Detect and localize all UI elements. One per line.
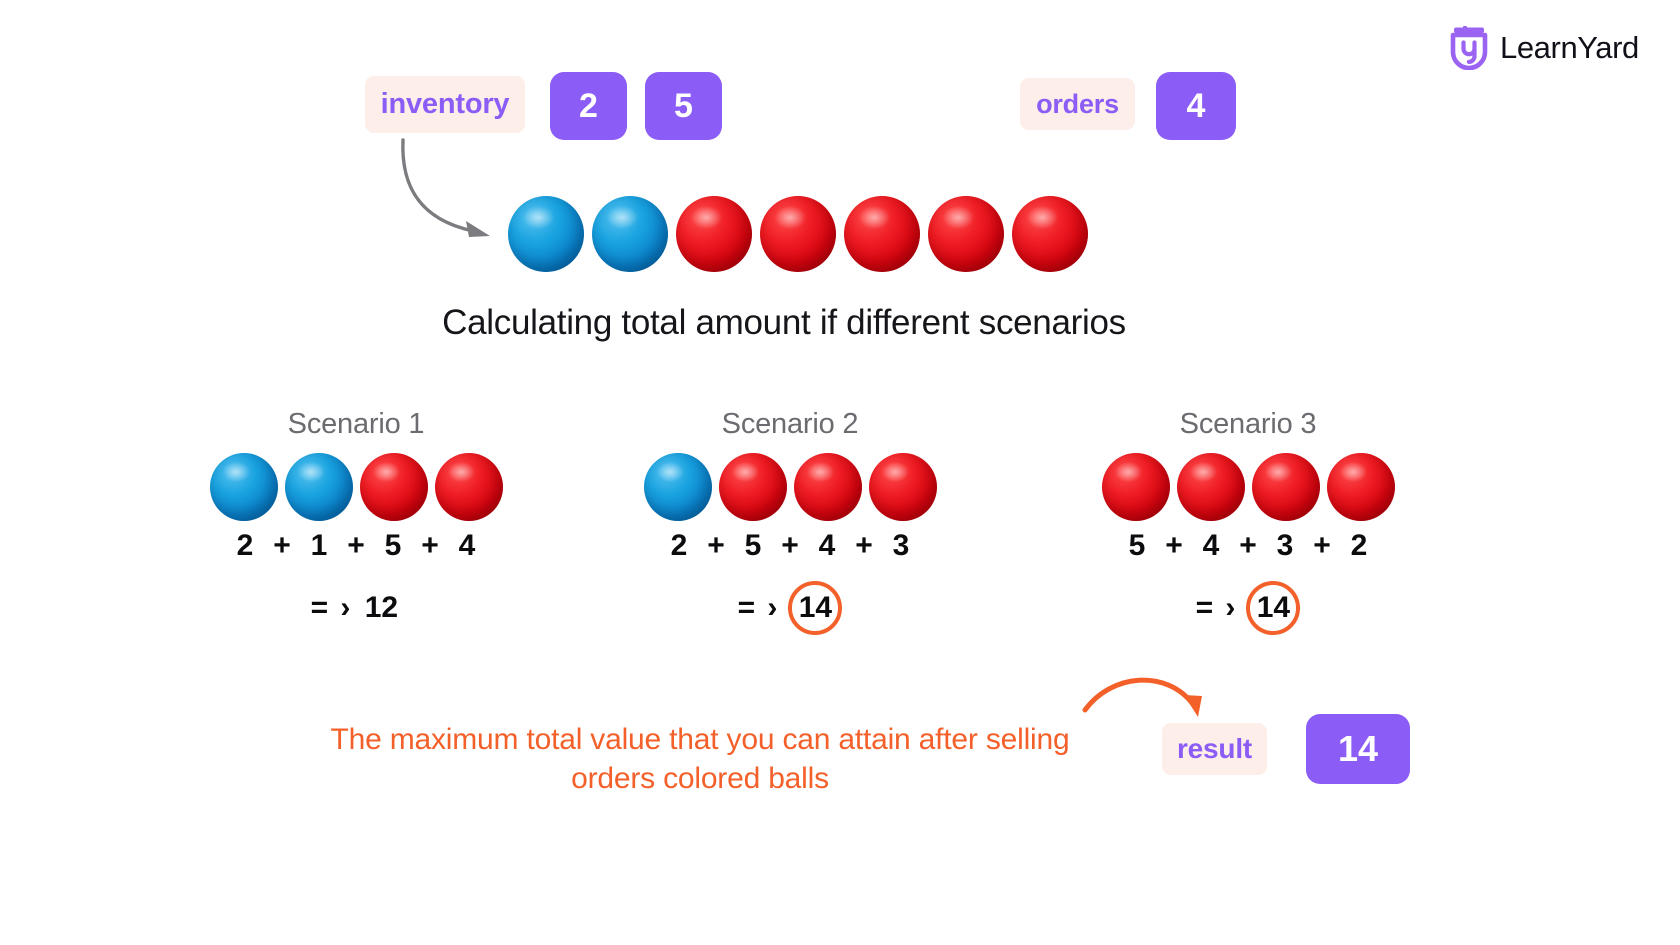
scenario-ball-row	[196, 453, 516, 521]
red-ball	[718, 453, 787, 521]
inventory-label: inventory	[365, 76, 525, 133]
scenario-ball-row	[1088, 453, 1408, 521]
red-ball	[359, 453, 428, 521]
result-total-highlighted: 14	[1246, 581, 1301, 635]
term-value: 1	[310, 529, 328, 562]
plus-operator: +	[781, 529, 799, 562]
term-value: 3	[1276, 529, 1294, 562]
term-value: 3	[892, 529, 910, 562]
scenario-2: Scenario 2 2 +5 +4 +3 = › 14	[630, 408, 950, 635]
result-arrow: = ›	[1195, 591, 1238, 624]
scenario-result: = › 14	[1088, 581, 1408, 635]
term-value: 4	[1202, 529, 1220, 562]
learnyard-shield-icon	[1448, 26, 1490, 71]
scenario-expression: 5 +4 +3 +2	[1088, 529, 1408, 563]
plus-operator: +	[855, 529, 873, 562]
result-total: 12	[364, 591, 399, 624]
scenario-result: = › 14	[630, 581, 950, 635]
term-value: 5	[384, 529, 402, 562]
plus-operator: +	[421, 529, 439, 562]
red-ball	[1012, 196, 1088, 272]
scenario-result: = › 12	[196, 581, 516, 635]
conclusion-line-1: The maximum total value that you can att…	[330, 723, 1070, 756]
conclusion-text: The maximum total value that you can att…	[300, 720, 1100, 798]
red-ball	[434, 453, 503, 521]
brand-logo: LearnYard	[1448, 26, 1639, 71]
red-ball	[760, 196, 836, 272]
plus-operator: +	[1239, 529, 1257, 562]
plus-operator: +	[347, 529, 365, 562]
conclusion-line-2: orders colored balls	[571, 762, 829, 795]
red-ball	[1251, 453, 1320, 521]
orders-label: orders	[1020, 78, 1135, 130]
scenario-title: Scenario 3	[1179, 408, 1317, 440]
inventory-value-1: 5	[645, 72, 722, 140]
plus-operator: +	[707, 529, 725, 562]
plus-operator: +	[1313, 529, 1331, 562]
result-total-highlighted: 14	[788, 581, 843, 635]
red-ball	[868, 453, 937, 521]
page-title: Calculating total amount if different sc…	[442, 303, 1126, 342]
curved-arrow-down-icon	[395, 135, 505, 255]
scenario-3: Scenario 3 5 +4 +3 +2 = › 14	[1088, 408, 1408, 635]
blue-ball	[592, 196, 668, 272]
result-arrow: = ›	[737, 591, 780, 624]
scenario-expression: 2 +1 +5 +4	[196, 529, 516, 563]
blue-ball	[508, 196, 584, 272]
term-value: 4	[458, 529, 476, 562]
inventory-ball-row	[508, 196, 1088, 272]
result-label: result	[1162, 723, 1267, 775]
blue-ball	[284, 453, 353, 521]
red-ball	[928, 196, 1004, 272]
term-value: 4	[818, 529, 836, 562]
term-value: 2	[670, 529, 688, 562]
brand-name: LearnYard	[1500, 30, 1639, 65]
term-value: 5	[744, 529, 762, 562]
red-ball	[1176, 453, 1245, 521]
red-ball	[844, 196, 920, 272]
curved-arrow-right-icon	[1080, 665, 1215, 750]
blue-ball	[643, 453, 712, 521]
result-arrow: = ›	[310, 591, 353, 624]
orders-value: 4	[1156, 72, 1236, 140]
scenario-title: Scenario 2	[721, 408, 859, 440]
scenario-ball-row	[630, 453, 950, 521]
term-value: 2	[1350, 529, 1368, 562]
term-value: 2	[236, 529, 254, 562]
red-ball	[676, 196, 752, 272]
inventory-value-0: 2	[550, 72, 627, 140]
result-value: 14	[1306, 714, 1410, 784]
blue-ball	[209, 453, 278, 521]
red-ball	[1326, 453, 1395, 521]
term-value: 5	[1128, 529, 1146, 562]
red-ball	[1101, 453, 1170, 521]
scenario-expression: 2 +5 +4 +3	[630, 529, 950, 563]
scenario-title: Scenario 1	[287, 408, 425, 440]
plus-operator: +	[1165, 529, 1183, 562]
red-ball	[793, 453, 862, 521]
plus-operator: +	[273, 529, 291, 562]
scenario-1: Scenario 1 2 +1 +5 +4 = › 12	[196, 408, 516, 635]
